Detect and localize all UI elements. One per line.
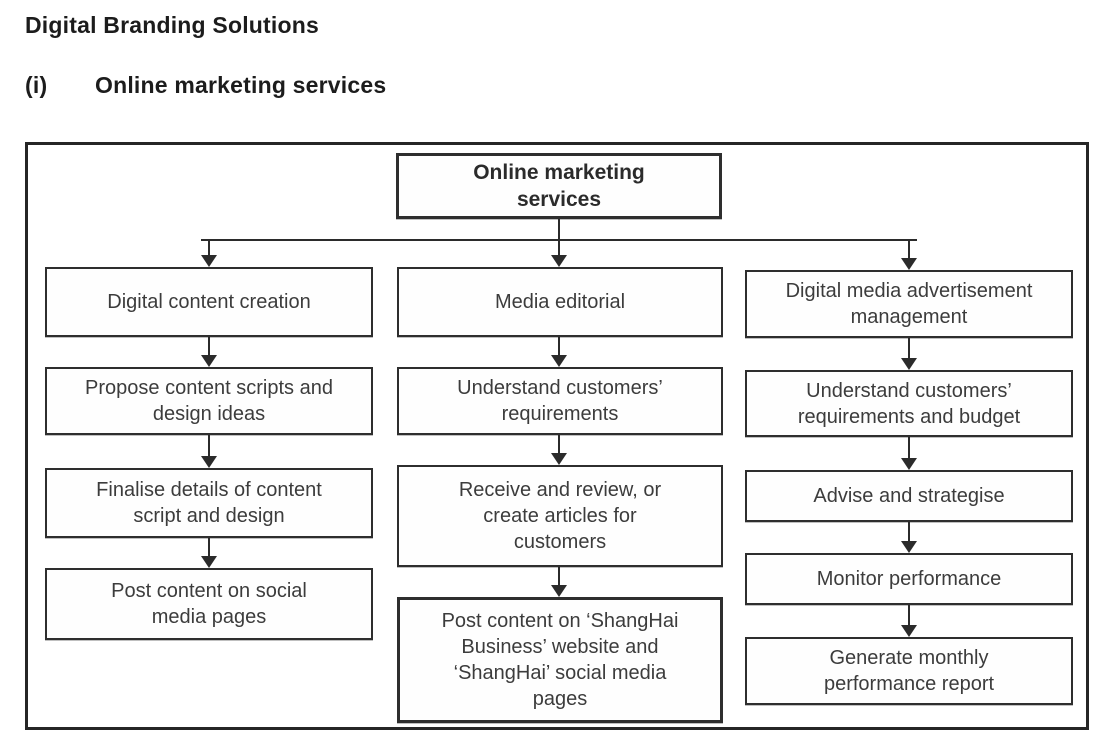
flowchart-node: Digital content creation <box>45 267 373 337</box>
flowchart-node: Generate monthly performance report <box>745 637 1073 705</box>
flow-arrow <box>551 435 567 465</box>
flowchart-node: Post content on ‘ShangHai Business’ webs… <box>397 597 723 723</box>
flow-arrow <box>201 337 217 367</box>
section-index: (i) <box>25 72 48 98</box>
flow-arrow <box>901 338 917 370</box>
flow-arrow <box>551 567 567 597</box>
flow-arrow <box>901 605 917 637</box>
flowchart-node: Understand customers’ requirements <box>397 367 723 435</box>
flow-arrow <box>901 437 917 470</box>
page-title: Digital Branding Solutions <box>25 12 319 38</box>
flow-arrow <box>901 240 917 270</box>
flow-arrow <box>901 522 917 553</box>
flow-arrow <box>201 435 217 468</box>
flowchart-node: Monitor performance <box>745 553 1073 605</box>
flow-arrow <box>201 240 217 267</box>
flow-arrow <box>551 240 567 267</box>
section-heading: (i) Online marketing services <box>25 72 386 99</box>
connector-line <box>558 219 560 241</box>
flow-arrow <box>201 538 217 568</box>
flowchart-node: Receive and review, or create articles f… <box>397 465 723 567</box>
flowchart-container: Online marketing services Digital conten… <box>25 142 1089 730</box>
flowchart-node: Post content on social media pages <box>45 568 373 640</box>
flowchart-node: Propose content scripts and design ideas <box>45 367 373 435</box>
flow-arrow <box>551 337 567 367</box>
section-title: Online marketing services <box>95 72 387 98</box>
flowchart-node: Understand customers’ requirements and b… <box>745 370 1073 437</box>
flowchart-node-root: Online marketing services <box>396 153 722 219</box>
flowchart-node: Media editorial <box>397 267 723 337</box>
flowchart-node: Finalise details of content script and d… <box>45 468 373 538</box>
flowchart-node: Digital media advertisement management <box>745 270 1073 338</box>
flowchart-node: Advise and strategise <box>745 470 1073 522</box>
